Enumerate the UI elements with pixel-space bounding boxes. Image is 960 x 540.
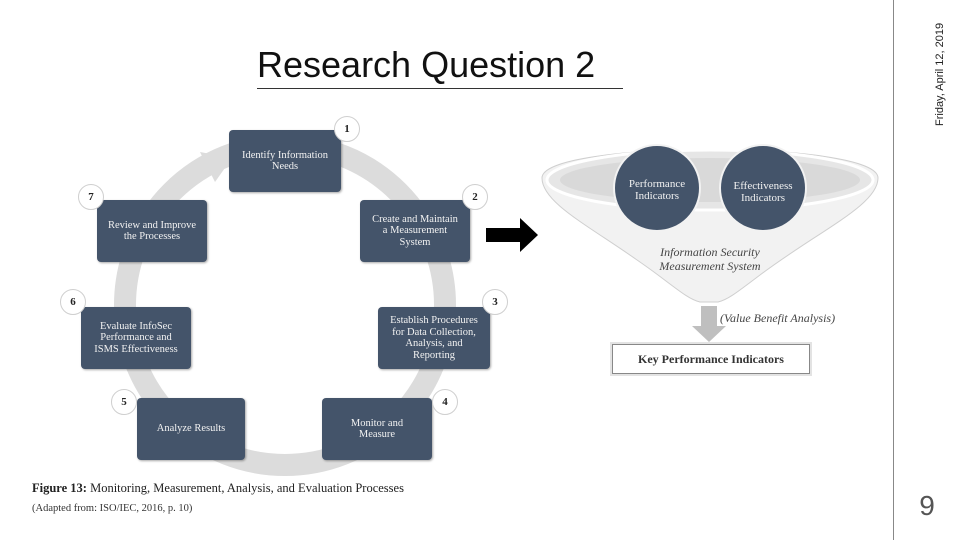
step-box-4: Monitor and Measure — [322, 398, 432, 460]
figure-caption-label: Figure 13: — [32, 481, 87, 495]
funnel-shape — [542, 150, 878, 303]
step-number-1: 1 — [334, 116, 360, 142]
step-number-3: 3 — [482, 289, 508, 315]
figure-caption: Figure 13: Monitoring, Measurement, Anal… — [32, 481, 404, 496]
step-box-7: Review and Improve the Processes — [97, 200, 207, 262]
right-arrow-icon — [486, 218, 538, 252]
step-box-1: Identify Information Needs — [229, 130, 341, 192]
performance-indicators-label: Performance Indicators — [617, 178, 697, 202]
step-number-2: 2 — [462, 184, 488, 210]
kpi-box: Key Performance Indicators — [612, 344, 810, 374]
measurement-system-label: Information Security Measurement System — [640, 245, 780, 273]
step-box-5: Analyze Results — [137, 398, 245, 460]
step-box-3: Establish Procedures for Data Collection… — [378, 307, 490, 369]
step-number-4: 4 — [432, 389, 458, 415]
step-number-6: 6 — [60, 289, 86, 315]
step-box-6: Evaluate InfoSec Performance and ISMS Ef… — [81, 307, 191, 369]
step-number-7: 7 — [78, 184, 104, 210]
effectiveness-indicators-label: Effectiveness Indicators — [723, 180, 803, 204]
value-benefit-analysis-label: (Value Benefit Analysis) — [720, 311, 835, 326]
step-number-5: 5 — [111, 389, 137, 415]
figure-source: (Adapted from: ISO/IEC, 2016, p. 10) — [32, 503, 192, 514]
step-box-2: Create and Maintain a Measurement System — [360, 200, 470, 262]
figure-caption-text: Monitoring, Measurement, Analysis, and E… — [87, 481, 404, 495]
